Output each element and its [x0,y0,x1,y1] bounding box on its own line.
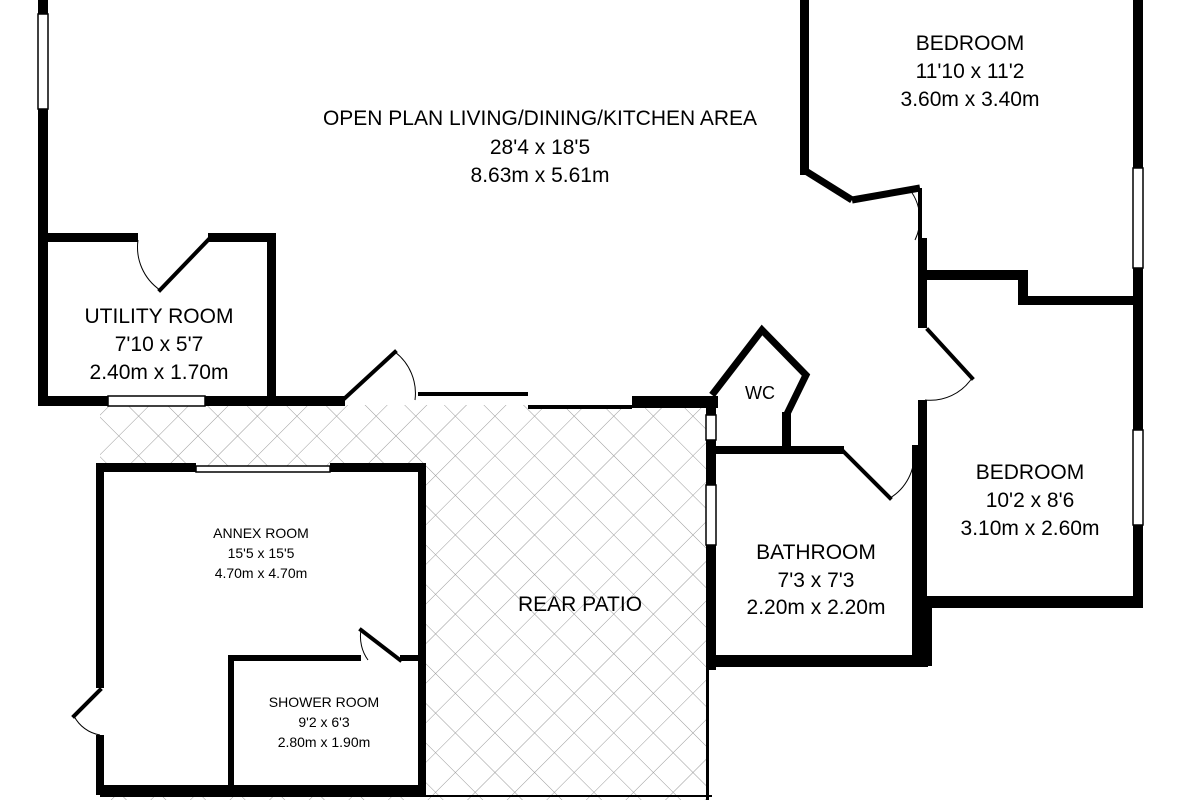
room-label-bedroom-2: BEDROOM 10'2 x 8'6 3.10m x 2.60m [961,461,1100,540]
room-label-utility: UTILITY ROOM 7'10 x 5'7 2.40m x 1.70m [85,305,234,384]
svg-text:10'2 x 8'6: 10'2 x 8'6 [986,489,1075,512]
svg-text:4.70m x 4.70m: 4.70m x 4.70m [215,565,308,581]
room-label-bedroom-1: BEDROOM 11'10 x 11'2 3.60m x 3.40m [901,32,1040,111]
svg-text:BEDROOM: BEDROOM [976,461,1085,484]
svg-text:2.80m x 1.90m: 2.80m x 1.90m [278,734,371,750]
angled-walls [709,167,921,418]
svg-text:ANNEX ROOM: ANNEX ROOM [213,525,309,541]
room-label-wc: WC [745,383,775,403]
room-label-shower: SHOWER ROOM 9'2 x 6'3 2.80m x 1.90m [269,694,379,750]
svg-text:3.60m x 3.40m: 3.60m x 3.40m [901,88,1040,111]
svg-text:BATHROOM: BATHROOM [756,541,876,564]
svg-text:2.20m x 2.20m: 2.20m x 2.20m [747,596,886,619]
svg-text:BEDROOM: BEDROOM [916,32,1025,55]
room-label-bathroom: BATHROOM 7'3 x 7'3 2.20m x 2.20m [747,541,886,619]
annex-room-fill [100,466,422,790]
room-label-patio: REAR PATIO [518,593,642,616]
svg-text:REAR PATIO: REAR PATIO [518,593,642,616]
svg-text:UTILITY ROOM: UTILITY ROOM [85,305,234,328]
room-label-annex: ANNEX ROOM 15'5 x 15'5 4.70m x 4.70m [213,525,309,581]
svg-text:OPEN PLAN LIVING/DINING/KITCHE: OPEN PLAN LIVING/DINING/KITCHEN AREA [323,107,757,130]
doors [71,188,975,736]
svg-text:15'5 x 15'5: 15'5 x 15'5 [228,545,295,561]
svg-text:3.10m x 2.60m: 3.10m x 2.60m [961,517,1100,540]
svg-text:7'10 x 5'7: 7'10 x 5'7 [115,333,204,356]
svg-text:WC: WC [745,383,775,403]
svg-text:2.40m x 1.70m: 2.40m x 1.70m [90,361,229,384]
svg-text:8.63m x 5.61m: 8.63m x 5.61m [471,164,610,187]
windows [37,13,1144,546]
svg-text:SHOWER ROOM: SHOWER ROOM [269,694,379,710]
svg-text:9'2 x 6'3: 9'2 x 6'3 [298,714,349,730]
svg-text:28'4 x 18'5: 28'4 x 18'5 [490,136,590,159]
svg-text:7'3 x 7'3: 7'3 x 7'3 [778,569,855,592]
room-label-living: OPEN PLAN LIVING/DINING/KITCHEN AREA 28'… [323,107,757,187]
svg-text:11'10 x 11'2: 11'10 x 11'2 [916,60,1025,83]
